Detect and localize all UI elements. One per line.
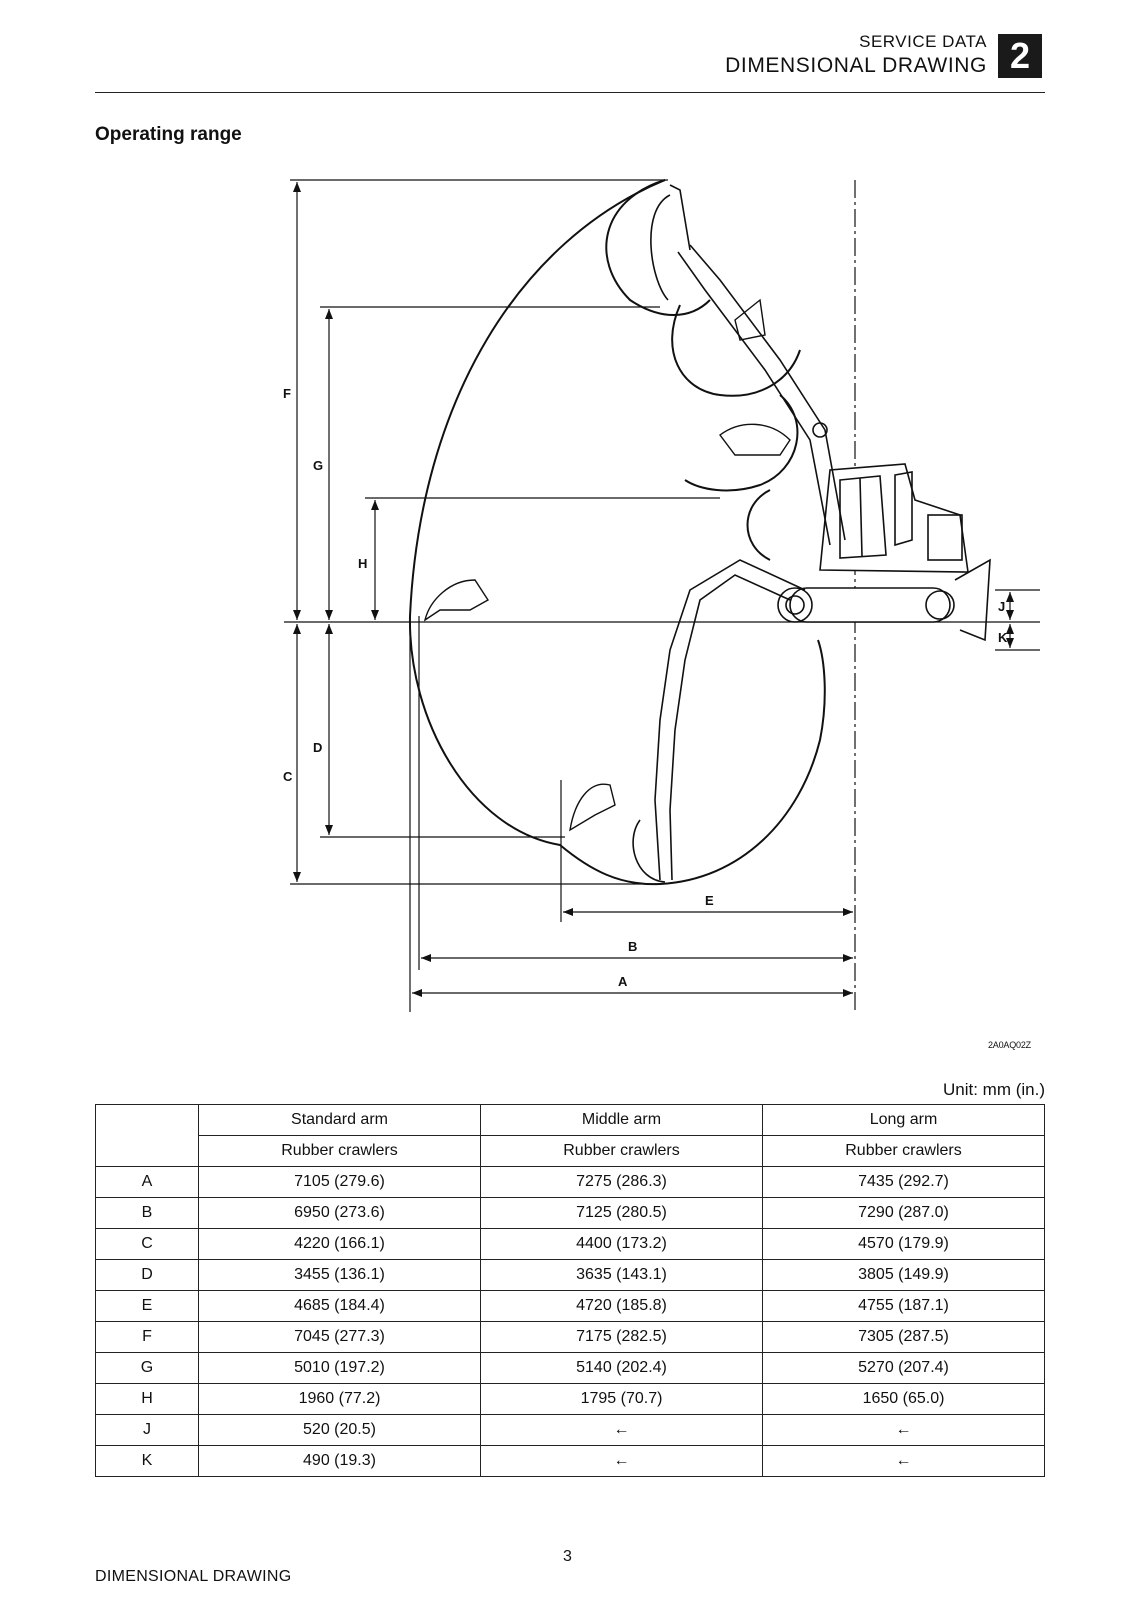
table-cell: 4400 (173.2)	[480, 1228, 763, 1260]
operating-envelope	[408, 179, 826, 886]
table-cell: 7105 (279.6)	[198, 1166, 481, 1198]
table-cell: 5140 (202.4)	[480, 1352, 763, 1384]
dim-label-g: G	[313, 458, 323, 473]
dim-label-c: C	[283, 769, 293, 784]
chapter-badge: 2	[998, 34, 1042, 78]
column-header-crawler: Rubber crawlers	[198, 1135, 481, 1167]
row-label: K	[95, 1445, 199, 1477]
column-header-crawler: Rubber crawlers	[762, 1135, 1045, 1167]
header-title: DIMENSIONAL DRAWING	[725, 54, 987, 77]
dim-label-b: B	[628, 939, 637, 954]
row-label: C	[95, 1228, 199, 1260]
column-header-arm: Middle arm	[480, 1104, 763, 1136]
table-cell: 7290 (287.0)	[762, 1197, 1045, 1229]
table-cell: 490 (19.3)	[198, 1445, 481, 1477]
column-header-arm: Standard arm	[198, 1104, 481, 1136]
row-label: G	[95, 1352, 199, 1384]
table-cell: 7125 (280.5)	[480, 1197, 763, 1229]
row-label: D	[95, 1259, 199, 1291]
table-cell: 3805 (149.9)	[762, 1259, 1045, 1291]
table-cell: 7305 (287.5)	[762, 1321, 1045, 1353]
table-cell: 4685 (184.4)	[198, 1290, 481, 1322]
footer-title: DIMENSIONAL DRAWING	[95, 1568, 292, 1585]
table-cell: 7435 (292.7)	[762, 1166, 1045, 1198]
table-cell: 1960 (77.2)	[198, 1383, 481, 1415]
table-cell: 5010 (197.2)	[198, 1352, 481, 1384]
table-cell: 1795 (70.7)	[480, 1383, 763, 1415]
unit-label: Unit: mm (in.)	[943, 1080, 1045, 1099]
page-number: 3	[563, 1548, 572, 1565]
table-cell: 4220 (166.1)	[198, 1228, 481, 1260]
dimension-table: Standard arm Middle arm Long arm Rubber …	[95, 1104, 1045, 1477]
row-label: A	[95, 1166, 199, 1198]
dim-label-e: E	[705, 893, 714, 908]
table-cell: 5270 (207.4)	[762, 1352, 1045, 1384]
page-header: SERVICE DATA DIMENSIONAL DRAWING 2	[95, 28, 1045, 93]
table-header-row: Standard arm Middle arm Long arm	[95, 1104, 1045, 1167]
table-corner-cell	[95, 1104, 199, 1167]
table-cell: 7045 (277.3)	[198, 1321, 481, 1353]
table-cell: 4570 (179.9)	[762, 1228, 1045, 1260]
table-cell: 1650 (65.0)	[762, 1383, 1045, 1415]
row-label: F	[95, 1321, 199, 1353]
excavator-figure	[632, 184, 991, 883]
dim-label-k: K	[998, 630, 1008, 645]
table-cell: 7175 (282.5)	[480, 1321, 763, 1353]
table-cell: 3455 (136.1)	[198, 1259, 481, 1291]
dim-label-a: A	[618, 974, 628, 989]
row-label: B	[95, 1197, 199, 1229]
column-header-arm: Long arm	[762, 1104, 1045, 1136]
table-cell: 4720 (185.8)	[480, 1290, 763, 1322]
dim-label-j: J	[998, 599, 1005, 614]
operating-range-drawing: F G H C D E B A J K	[283, 179, 1040, 1012]
table-cell: ←	[480, 1414, 763, 1446]
table-cell: ←	[480, 1445, 763, 1477]
section-title: Operating range	[95, 124, 242, 145]
table-cell: 7275 (286.3)	[480, 1166, 763, 1198]
table-cell: 3635 (143.1)	[480, 1259, 763, 1291]
table-cell: 520 (20.5)	[198, 1414, 481, 1446]
column-header-crawler: Rubber crawlers	[480, 1135, 763, 1167]
row-label: E	[95, 1290, 199, 1322]
dim-label-f: F	[283, 386, 291, 401]
table-cell: 6950 (273.6)	[198, 1197, 481, 1229]
table-cell: ←	[762, 1445, 1045, 1477]
table-cell: ←	[762, 1414, 1045, 1446]
row-label: H	[95, 1383, 199, 1415]
table-subheader-row: Rubber crawlers Rubber crawlers Rubber c…	[96, 1135, 1045, 1167]
dim-label-d: D	[313, 740, 322, 755]
row-label: J	[95, 1414, 199, 1446]
header-section: SERVICE DATA	[859, 32, 987, 51]
dim-label-h: H	[358, 556, 367, 571]
table-cell: 4755 (187.1)	[762, 1290, 1045, 1322]
figure-code: 2A0AQ02Z	[988, 1040, 1031, 1050]
